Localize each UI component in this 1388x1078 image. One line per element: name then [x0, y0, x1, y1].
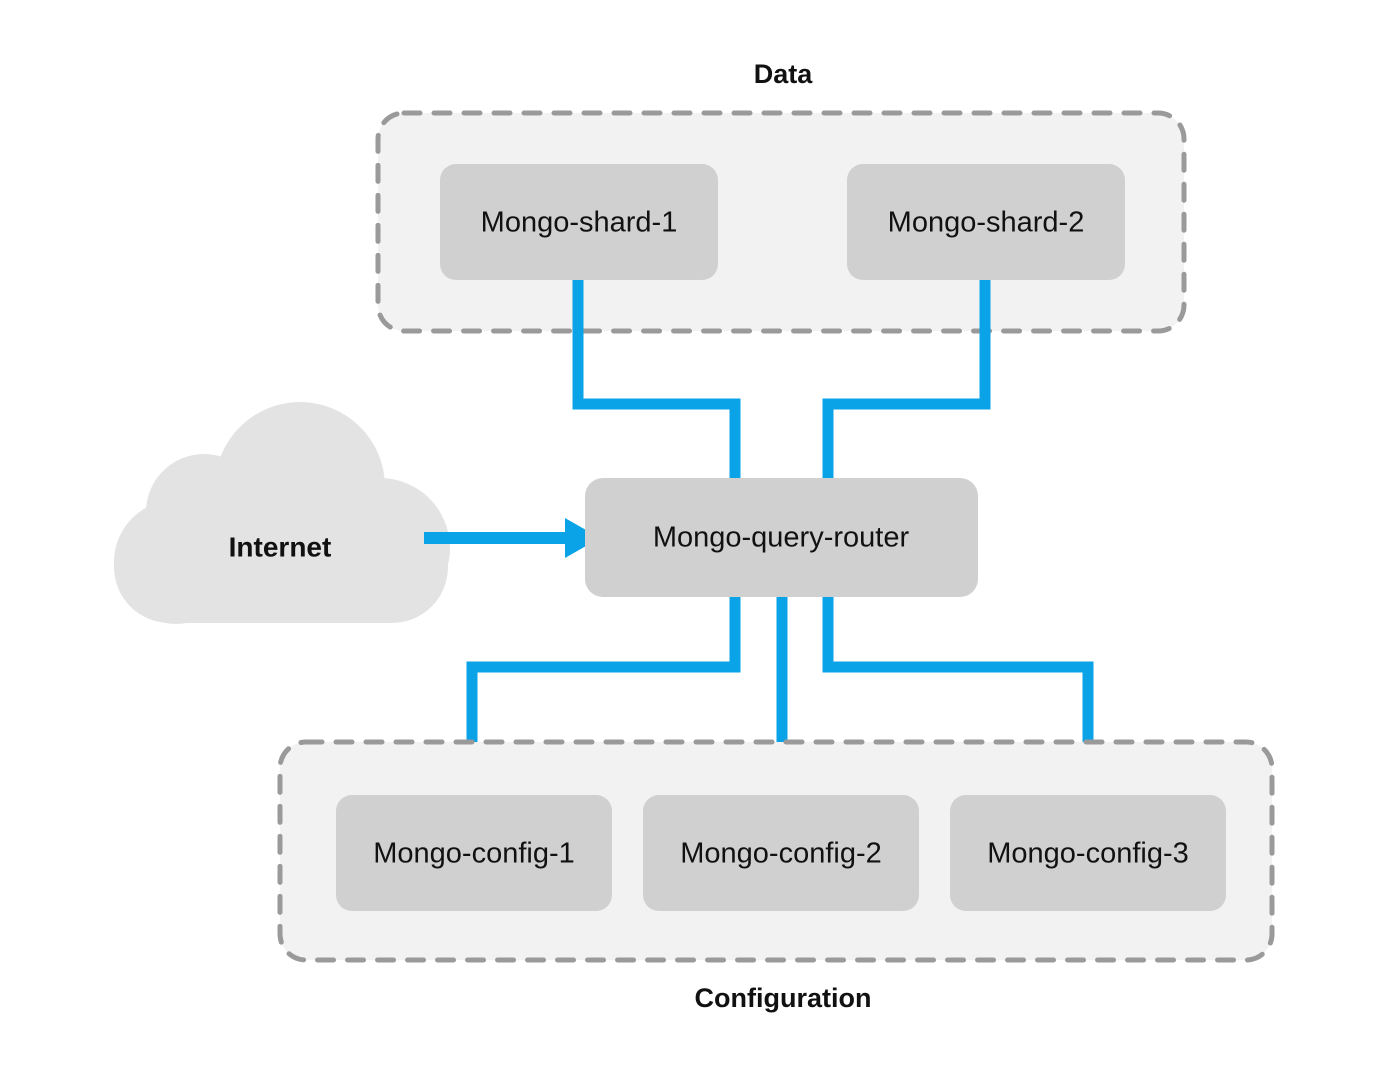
node-mongo-config-1[interactable]: Mongo-config-1: [336, 795, 612, 911]
mongo-shard-1-box: [440, 164, 718, 280]
node-mongo-shard-1[interactable]: Mongo-shard-1: [440, 164, 718, 280]
data-group-title: Data: [754, 59, 814, 89]
node-mongo-shard-2[interactable]: Mongo-shard-2: [847, 164, 1125, 280]
configuration-group-title: Configuration: [695, 983, 872, 1013]
mongo-config-2-box: [643, 795, 919, 911]
mongo-config-1-label: Mongo-config-1: [373, 838, 575, 870]
node-mongo-config-2[interactable]: Mongo-config-2: [643, 795, 919, 911]
link-router-to-config3: [822, 588, 1094, 806]
node-mongo-query-router[interactable]: Mongo-query-router: [585, 478, 978, 597]
node-mongo-config-3[interactable]: Mongo-config-3: [950, 795, 1226, 911]
mongo-shard-1-label: Mongo-shard-1: [481, 207, 678, 239]
mongo-shard-2-label: Mongo-shard-2: [888, 207, 1085, 239]
mongo-query-router-label: Mongo-query-router: [653, 522, 910, 554]
arrow-head-icon: [565, 518, 600, 558]
arrow-internet-to-router: [424, 518, 600, 558]
link-shard2-to-router: [822, 272, 991, 487]
mongo-config-3-box: [950, 795, 1226, 911]
link-router-to-config1: [466, 588, 741, 806]
mongo-config-2-label: Mongo-config-2: [680, 838, 882, 870]
mongo-query-router-box: [585, 478, 978, 597]
link-shard1-to-router: [572, 272, 741, 487]
mongo-shard-2-box: [847, 164, 1125, 280]
cloud-icon: [114, 402, 450, 624]
mongo-config-3-label: Mongo-config-3: [987, 838, 1189, 870]
node-internet-cloud[interactable]: Internet: [114, 402, 450, 624]
mongo-config-1-box: [336, 795, 612, 911]
internet-label: Internet: [229, 531, 332, 562]
